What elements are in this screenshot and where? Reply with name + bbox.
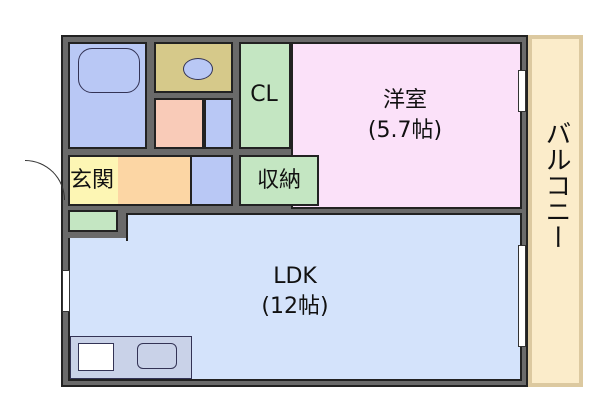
entrance bbox=[70, 157, 118, 204]
stove-icon bbox=[78, 343, 114, 371]
entrance-door[interactable] bbox=[25, 160, 65, 200]
western-room-size: (5.7帖) bbox=[367, 118, 443, 143]
window bbox=[518, 70, 526, 112]
ldk-size: (12帖) bbox=[261, 294, 329, 319]
western-room bbox=[291, 42, 522, 209]
storage-label: 収納 bbox=[256, 168, 301, 193]
window bbox=[518, 245, 526, 347]
bathtub-icon bbox=[78, 48, 140, 93]
shoe-box bbox=[68, 210, 118, 232]
western-room-name: 洋室 bbox=[382, 88, 427, 113]
closet-label: CL bbox=[250, 82, 278, 107]
window bbox=[62, 270, 70, 312]
sink-icon bbox=[137, 343, 177, 369]
wash-basin bbox=[204, 98, 233, 149]
toilet-icon bbox=[183, 58, 213, 80]
entrance-label: 玄関 bbox=[69, 168, 114, 193]
ldk-name: LDK bbox=[273, 264, 317, 289]
balcony-label: バルコニー bbox=[541, 120, 571, 250]
washroom bbox=[154, 98, 204, 149]
closet bbox=[239, 42, 291, 149]
washing-machine-space bbox=[190, 155, 233, 206]
balcony bbox=[528, 35, 583, 387]
storage bbox=[239, 155, 319, 206]
ldk-upper bbox=[126, 213, 522, 241]
